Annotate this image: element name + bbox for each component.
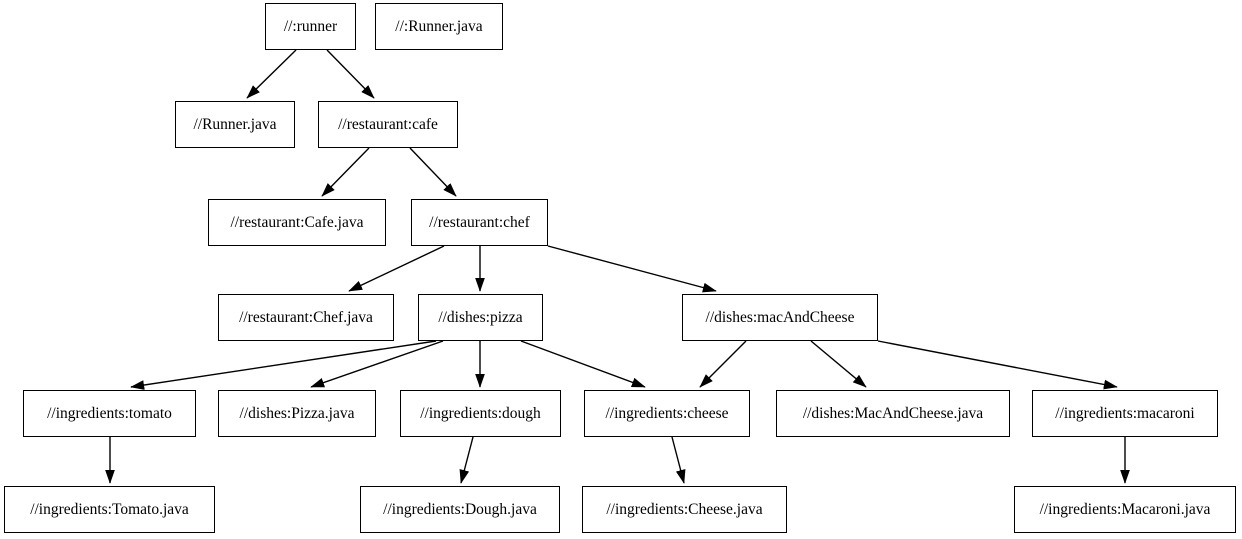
graph-node-pizza[interactable]: //dishes:pizza [418,294,543,341]
graph-edge-macandcheese-to-macandcheese_java [810,340,867,388]
graph-node-tomato_java[interactable]: //ingredients:Tomato.java [4,486,215,533]
graph-edge-runner-to-cafe [326,49,375,99]
graph-node-dough_java[interactable]: //ingredients:Dough.java [360,486,560,533]
graph-edge-pizza-to-pizza_java [310,340,444,388]
graph-node-runner_java_colon[interactable]: //:Runner.java [375,3,503,50]
graph-node-macandcheese[interactable]: //dishes:macAndCheese [682,294,878,341]
graph-edge-runner-to-runner_java [246,49,297,99]
graph-node-label: //Runner.java [193,115,277,133]
graph-node-macaroni_java[interactable]: //ingredients:Macaroni.java [1014,486,1236,533]
graph-node-label: //restaurant:cafe [338,115,438,133]
graph-node-label: //restaurant:Cafe.java [230,213,364,231]
graph-node-label: //ingredients:macaroni [1055,404,1195,422]
graph-node-cheese[interactable]: //ingredients:cheese [584,390,750,437]
graph-edge-macandcheese-to-macaroni [877,340,1118,390]
graph-node-macaroni[interactable]: //ingredients:macaroni [1032,390,1218,437]
graph-node-label: //ingredients:Tomato.java [30,500,189,518]
graph-edge-chef-to-chef_java [348,245,445,292]
graph-node-label: //:Runner.java [395,17,483,35]
graph-node-cheese_java[interactable]: //ingredients:Cheese.java [582,486,787,533]
graph-node-label: //restaurant:Chef.java [239,308,373,326]
graph-node-label: //dishes:Pizza.java [239,404,355,422]
graph-node-chef[interactable]: //restaurant:chef [411,199,548,246]
graph-node-label: //dishes:pizza [438,308,523,326]
graph-node-runner_java[interactable]: //Runner.java [175,101,295,148]
graph-node-cafe[interactable]: //restaurant:cafe [318,101,458,148]
graph-edge-pizza-to-tomato [130,340,437,390]
graph-node-label: //dishes:macAndCheese [705,308,855,326]
graph-edge-cheese-to-cheese_java [671,436,686,484]
graph-edge-chef-to-macandcheese [547,245,717,293]
graph-node-chef_java[interactable]: //restaurant:Chef.java [218,294,394,341]
graph-node-runner[interactable]: //:runner [265,3,356,50]
graph-edge-macandcheese-to-cheese [699,340,747,388]
graph-node-label: //ingredients:tomato [47,404,172,422]
graph-node-label: //restaurant:chef [429,213,530,231]
graph-edge-cafe-to-chef [409,147,457,197]
graph-node-label: //ingredients:Macaroni.java [1039,500,1211,518]
graph-node-tomato[interactable]: //ingredients:tomato [23,390,196,437]
graph-node-dough[interactable]: //ingredients:dough [400,390,561,437]
graph-node-pizza_java[interactable]: //dishes:Pizza.java [218,390,376,437]
graph-node-cafe_java[interactable]: //restaurant:Cafe.java [208,199,386,246]
graph-node-label: //ingredients:Cheese.java [606,500,763,518]
graph-node-label: //ingredients:dough [420,404,541,422]
graph-edge-dough-to-dough_java [459,436,474,484]
graph-node-label: //ingredients:Dough.java [383,500,537,518]
graph-node-label: //dishes:MacAndCheese.java [802,404,984,422]
graph-node-label: //ingredients:cheese [605,404,729,422]
graph-node-label: //:runner [283,17,338,35]
graph-edge-cafe-to-cafe_java [321,147,370,197]
graph-node-macandcheese_java[interactable]: //dishes:MacAndCheese.java [776,390,1010,437]
graph-edge-pizza-to-cheese [520,340,646,388]
